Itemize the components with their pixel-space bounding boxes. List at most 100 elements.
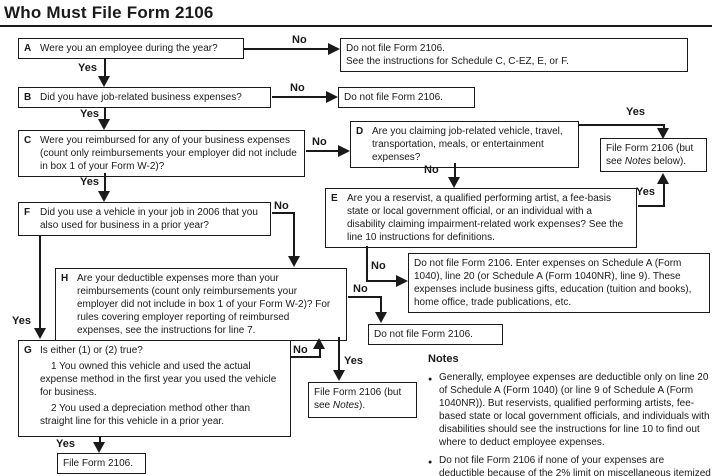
box-text: Are your deductible expenses more than y… <box>77 273 331 336</box>
arrow-down-icon <box>657 128 669 139</box>
connector-d-yes-h <box>579 124 665 126</box>
box-text: Is either (1) or (2) true? 1 You owned t… <box>40 344 285 433</box>
arrow-down-icon <box>34 328 46 339</box>
box-text: Are you a reservist, a qualified perform… <box>347 193 624 243</box>
g-item-1: 1 You owned this vehicle and used the ac… <box>40 361 277 398</box>
box-text: Are you claiming job-related vehicle, tr… <box>372 126 563 163</box>
note-text: Do not file Form 2106 if none of your ex… <box>439 455 711 476</box>
connector-g-no-h <box>291 356 321 358</box>
label-c-yes: Yes <box>80 176 99 188</box>
label-c-no: No <box>312 136 327 148</box>
outcome-text-italic: Notes <box>624 156 652 167</box>
connector-h-no-h <box>348 296 382 298</box>
arrow-up-icon <box>657 173 669 184</box>
bullet-icon: ● <box>428 376 433 383</box>
label-b-yes: Yes <box>80 108 99 120</box>
label-f-yes: Yes <box>12 315 31 327</box>
notes-title: Notes <box>428 353 459 365</box>
box-text: Were you reimbursed for any of your busi… <box>40 135 297 172</box>
label-d-yes: Yes <box>626 106 645 118</box>
question-box-c: C Were you reimbursed for any of your bu… <box>18 130 305 177</box>
connector-e-no-v <box>366 246 368 282</box>
label-h-no: No <box>353 283 368 295</box>
arrow-down-icon <box>448 177 460 188</box>
page-title: Who Must File Form 2106 <box>4 3 214 22</box>
label-g-no: No <box>293 344 308 356</box>
label-h-yes: Yes <box>344 355 363 367</box>
outcome-line2: See the instructions for Schedule C, C-E… <box>346 56 569 67</box>
label-g-yes: Yes <box>56 438 75 450</box>
box-letter: G <box>24 345 32 356</box>
arrow-down-icon <box>98 119 110 130</box>
arrow-right-icon <box>328 43 340 55</box>
outcome-text: File Form 2106 (but see <box>606 143 694 167</box>
connector-g-yes <box>99 437 101 446</box>
connector-e-no-h <box>366 280 398 282</box>
outcome-do-not-file-schedule-a: Do not file Form 2106. Enter expenses on… <box>408 253 710 313</box>
box-letter: D <box>356 126 364 137</box>
label-e-yes: Yes <box>636 186 655 198</box>
title-underline <box>0 25 712 27</box>
connector-a-no <box>244 48 332 50</box>
arrow-right-icon <box>338 145 350 157</box>
box-letter: B <box>24 92 32 103</box>
label-d-no: No <box>424 164 439 176</box>
notes-section: Notes ● Generally, employee expenses are… <box>428 353 711 476</box>
label-f-no: No <box>274 200 289 212</box>
outcome-text: File Form 2106 (but see <box>314 387 402 411</box>
arrow-down-icon <box>93 442 105 453</box>
outcome-do-not-file-schedules: Do not file Form 2106. See the instructi… <box>340 38 688 72</box>
label-a-no: No <box>292 34 307 46</box>
connector-g-no-v <box>319 348 321 358</box>
box-letter: F <box>24 207 31 218</box>
connector-f-no-v <box>293 212 295 259</box>
outcome-do-not-file-1: Do not file Form 2106. <box>338 87 475 108</box>
note-item: ● Generally, employee expenses are deduc… <box>428 371 711 449</box>
connector-d-no <box>454 163 456 180</box>
box-text: Did you have job-related business expens… <box>40 92 242 103</box>
outcome-file-form: File Form 2106. <box>57 453 146 474</box>
connector-c-yes <box>104 173 106 195</box>
arrow-down-icon <box>98 191 110 202</box>
outcome-text: below). <box>651 156 687 167</box>
connector-c-no <box>306 150 342 152</box>
question-box-h: H Are your deductible expenses more than… <box>55 268 347 341</box>
arrow-down-icon <box>375 312 387 323</box>
connector-a-yes <box>104 59 106 79</box>
arrow-down-icon <box>333 370 345 381</box>
connector-e-yes-h <box>638 205 665 207</box>
connector-h-no-v <box>380 296 382 315</box>
arrow-down-icon <box>98 76 110 87</box>
outcome-text: ). <box>359 400 366 411</box>
arrow-right-icon <box>396 275 408 287</box>
question-box-d: D Are you claiming job-related vehicle, … <box>350 121 579 168</box>
note-text: Generally, employee expenses are deducti… <box>439 372 710 448</box>
g-item-2: 2 You used a depreciation method other t… <box>40 403 251 427</box>
connector-f-no-h <box>272 212 295 214</box>
connector-b-no <box>272 96 330 98</box>
box-letter: E <box>331 193 338 204</box>
outcome-file-form-notes: File Form 2106 (but see Notes). <box>308 382 417 418</box>
arrow-right-icon <box>326 91 338 103</box>
box-letter: A <box>24 43 32 54</box>
g-intro: Is either (1) or (2) true? <box>40 345 143 356</box>
box-text: Did you use a vehicle in your job in 200… <box>40 207 258 231</box>
label-e-no: No <box>371 260 386 272</box>
box-letter: C <box>24 135 32 146</box>
outcome-do-not-file-2: Do not file Form 2106. <box>368 324 503 345</box>
arrow-up-icon <box>313 338 325 349</box>
box-letter: H <box>61 273 69 284</box>
question-box-a: A Were you an employee during the year? <box>18 38 244 59</box>
connector-b-yes <box>104 107 106 123</box>
outcome-file-form-notes-below: File Form 2106 (but see Notes below). <box>600 138 707 172</box>
note-item: ● Do not file Form 2106 if none of your … <box>428 454 711 476</box>
connector-e-yes-v <box>663 183 665 207</box>
arrow-down-icon <box>288 256 300 267</box>
box-text: Were you an employee during the year? <box>40 43 218 54</box>
question-box-f: F Did you use a vehicle in your job in 2… <box>18 202 271 236</box>
bullet-icon: ● <box>428 459 433 466</box>
label-a-yes: Yes <box>78 62 97 74</box>
connector-h-yes <box>338 337 340 373</box>
connector-f-yes <box>39 236 41 331</box>
